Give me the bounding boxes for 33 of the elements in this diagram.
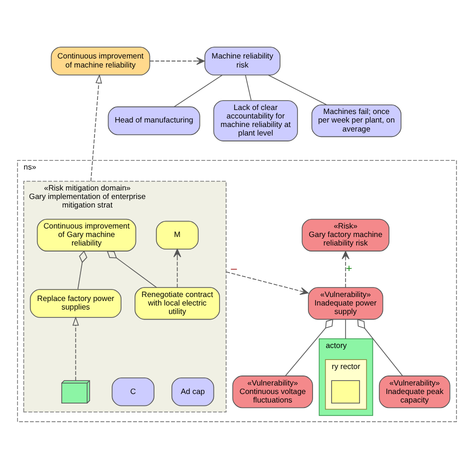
node-box: «Vulnerability» Inadequate power supply (308, 286, 384, 320)
node-box (331, 380, 360, 403)
node-box: Renegotiate contract with local electric utility (134, 286, 220, 320)
node-box: Ad cap (171, 376, 214, 406)
node-box: Lack of clear accountability for machine reliability at plant level (213, 100, 298, 141)
arrow (173, 248, 182, 288)
connector (174, 74, 223, 107)
edge-label: + (346, 262, 352, 275)
cluster: ry rector (325, 358, 367, 410)
arrow (149, 56, 205, 64)
node-box: C (112, 376, 154, 406)
node-box: Head of manufacturing (108, 106, 200, 135)
connector (245, 74, 252, 100)
arrow (226, 271, 309, 294)
connector (345, 318, 346, 339)
arrow (342, 250, 350, 288)
connector (284, 318, 334, 376)
arrow (72, 316, 79, 380)
edge-label: – (230, 262, 237, 275)
node-box: Machine reliability risk (204, 46, 280, 75)
connector (268, 74, 328, 105)
node-box: «Risk» Gary factory machine reliability risk (302, 218, 390, 251)
connector (78, 250, 88, 290)
node-box: M (156, 220, 199, 250)
node-box: «Vulnerability» Inadequate peak capacity (378, 375, 450, 408)
node-box: Machines fail; once per week per plant, on average (311, 104, 402, 137)
node-box: Continuous improvement of Gary machine reliability (36, 218, 136, 251)
node-box: Continuous improvement of machine reliability (50, 46, 150, 75)
connector (106, 250, 158, 288)
arrow (90, 74, 102, 182)
connector (357, 318, 403, 376)
node-box: «Vulnerability» Continuous voltage fluctuations (232, 375, 313, 408)
node-box: Replace factory power supplies (30, 288, 122, 318)
